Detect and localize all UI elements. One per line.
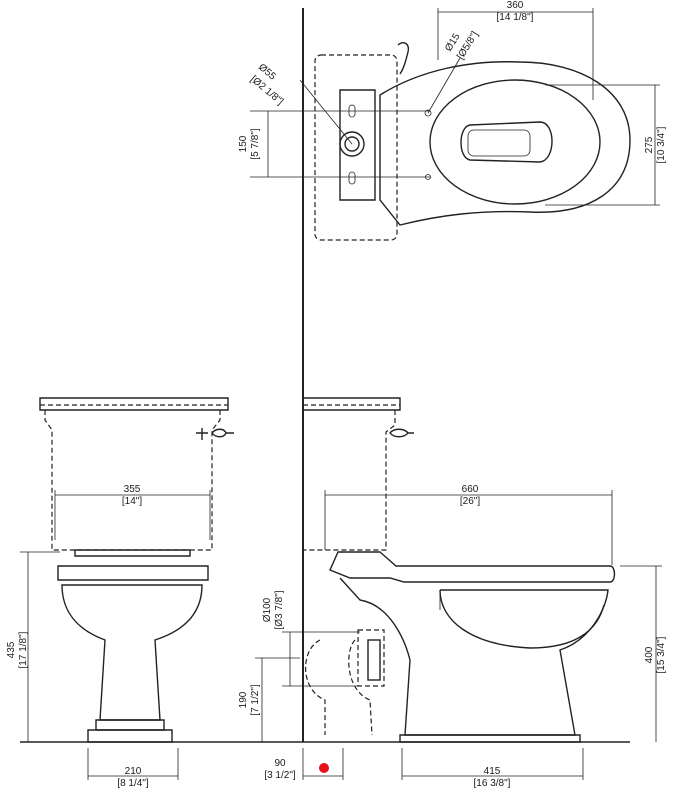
side-lid	[303, 397, 401, 411]
plan-valve-hole	[424, 109, 432, 117]
dim-400-mm: 400	[644, 646, 655, 663]
dim-435-mm: 435	[6, 641, 17, 658]
side-view: 660 [26"] Ø100 [Ø3 7/8"] 190 [7 1/2"] 40…	[238, 397, 667, 789]
plan-seat-outline	[379, 61, 631, 226]
plan-bowl-inner	[429, 79, 601, 205]
front-foot	[95, 719, 165, 731]
dim-360-mm: 360	[507, 0, 524, 11]
leader-valve	[427, 57, 461, 114]
dim-415-in: [16 3/8"]	[474, 778, 511, 789]
front-cistern-outline	[44, 410, 221, 551]
plan-cistern-base	[339, 89, 376, 201]
dim-100-mm: Ø100	[262, 597, 273, 622]
dim-355-in: [14"]	[122, 496, 142, 507]
side-base	[399, 734, 581, 743]
front-bowl	[61, 584, 203, 721]
dim-150-in: [5 7/8"]	[250, 128, 261, 160]
plan-bolt-hole-bottom	[348, 171, 356, 185]
dim-210-in: [8 1/4"]	[117, 778, 149, 789]
dim-90-in: [3 1/2"]	[264, 770, 296, 781]
front-seat-top	[74, 549, 191, 557]
side-cistern-outline	[303, 410, 396, 551]
dim-275-mm: 275	[644, 136, 655, 153]
dim-210-mm: 210	[125, 766, 142, 777]
plan-flush-inner	[344, 136, 360, 152]
side-trap-port	[367, 639, 381, 681]
leader-flush	[299, 79, 353, 145]
front-lever	[196, 428, 234, 440]
dim-435-in: [17 1/8"]	[18, 631, 29, 668]
dim-275-in: [10 3/4"]	[656, 126, 667, 163]
dim-valve-in: [Ø5/8"]	[455, 29, 481, 61]
red-marker-dot	[319, 763, 329, 773]
plan-bowl-opening	[460, 121, 553, 163]
dim-150-mm: 150	[238, 135, 249, 152]
dim-660-mm: 660	[462, 484, 479, 495]
plan-lever-handle	[397, 42, 410, 75]
side-bowl-inner	[439, 589, 605, 649]
dim-415-mm: 415	[484, 766, 501, 777]
dim-360-in: [14 1/8"]	[497, 12, 534, 23]
dim-660-in: [26"]	[460, 496, 480, 507]
side-trap-outline	[305, 639, 373, 736]
plan-cistern-outline	[314, 54, 398, 241]
front-seat-rim	[57, 565, 209, 581]
dim-355-mm: 355	[124, 484, 141, 495]
dim-190-mm: 190	[238, 691, 249, 708]
dim-90-mm: 90	[274, 758, 286, 769]
front-base	[87, 729, 173, 743]
dim-190-in: [7 1/2"]	[250, 684, 261, 716]
side-seat	[329, 551, 616, 583]
front-lid	[39, 397, 229, 411]
dim-100-in: [Ø3 7/8"]	[274, 590, 285, 629]
side-lever	[389, 428, 414, 438]
side-trap-outlet	[357, 629, 385, 687]
plan-flush-outer	[339, 131, 365, 157]
front-view: 355 [14"] 435 [17 1/8"] 210 [8 1/4"]	[6, 397, 234, 789]
plan-bowl-outlet	[467, 129, 531, 157]
dim-400-in: [15 3/4"]	[656, 636, 667, 673]
